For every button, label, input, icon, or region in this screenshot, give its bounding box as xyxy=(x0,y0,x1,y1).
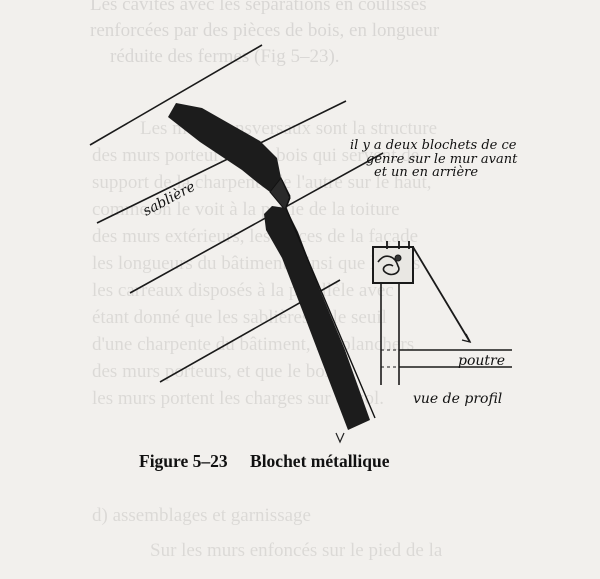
bleed-text-line: des murs porteurs, et que le bois xyxy=(92,361,338,382)
sabliere-label: sablière xyxy=(140,179,198,220)
bleed-text-line: comme on le voit à la partie de la toitu… xyxy=(92,199,400,220)
bleed-text-line: Sur les murs enfoncés sur le pied de la xyxy=(150,540,443,561)
blochet-strap-top xyxy=(168,103,281,192)
note-line-2: genre sur le mur avant xyxy=(366,152,518,167)
figure-title: Blochet métallique xyxy=(250,451,390,471)
bleed-text-line: d) assemblages et garnissage xyxy=(92,505,311,526)
poutre-label: poutre xyxy=(458,353,505,369)
bleed-text-line: réduite des fermes (Fig 5–23). xyxy=(110,46,340,67)
rafter-line xyxy=(96,100,347,224)
figure-caption: Figure 5–23 Blochet métallique xyxy=(139,451,390,472)
bolt-marks xyxy=(386,241,410,249)
strap-profile-line xyxy=(412,246,471,343)
bleed-text-line: les murs portent les charges sur ce sol. xyxy=(92,388,384,409)
note-line-3: et un en arrière xyxy=(374,165,478,180)
rafter-line xyxy=(89,44,263,146)
profile-scribble xyxy=(377,255,400,276)
bleed-text-line: Les cavités avec les séparations en coul… xyxy=(90,0,427,15)
profile-dot xyxy=(394,254,402,262)
arrow-head xyxy=(461,333,472,344)
note-line-1: il y a deux blochets de ce xyxy=(350,138,517,153)
bleed-text-line: renforcées par des pièces de bois, en lo… xyxy=(90,20,440,41)
strap-edge xyxy=(285,207,376,419)
arrow-mark xyxy=(335,432,345,444)
profile-view xyxy=(372,241,512,385)
strap-edge xyxy=(281,179,291,209)
bleed-text-line: des murs extérieurs, les pièces de la fa… xyxy=(92,226,419,247)
profile-view-label: vue de profil xyxy=(413,391,502,407)
figure-number: Figure 5–23 xyxy=(139,451,228,471)
rafter-line xyxy=(129,152,384,294)
blochet-strap-leg xyxy=(264,206,370,430)
